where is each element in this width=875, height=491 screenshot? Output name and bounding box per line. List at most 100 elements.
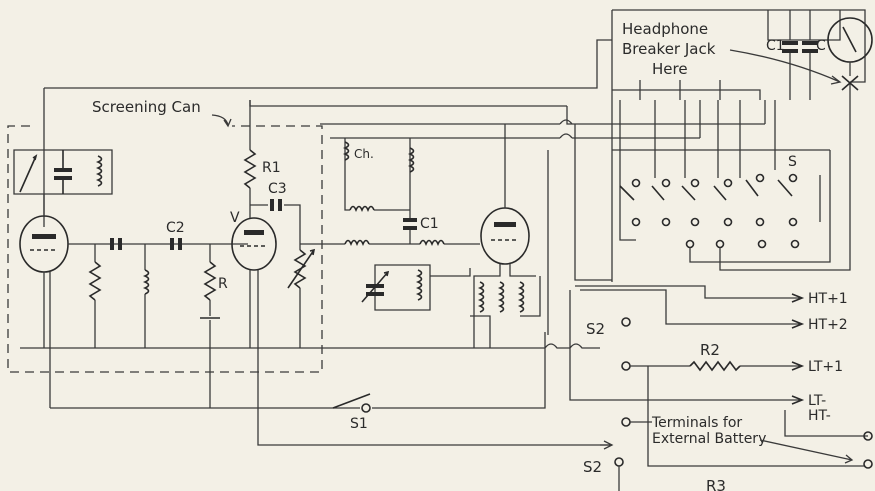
s2-lower-terminal bbox=[614, 457, 624, 467]
capacitor-plate-1 bbox=[54, 168, 72, 172]
wire-ur-1 bbox=[612, 89, 761, 100]
wire-lr-2 bbox=[719, 82, 851, 271]
c2-plate-1 bbox=[170, 238, 174, 250]
wire-cap-leads bbox=[789, 10, 811, 40]
label-r1: R1 bbox=[262, 160, 281, 176]
wire-lr-1 bbox=[689, 150, 831, 263]
s2-terminal-2 bbox=[621, 361, 631, 371]
label-r: R bbox=[218, 276, 228, 292]
c1-plate-2 bbox=[403, 226, 417, 230]
ext-battery-arrow bbox=[759, 439, 854, 464]
label-c1: C1 bbox=[420, 216, 439, 232]
wire-ht2 bbox=[580, 289, 800, 325]
transformer-primary-1 bbox=[477, 281, 485, 313]
wire-tuned2-right bbox=[430, 268, 471, 277]
cap-a-1 bbox=[110, 238, 114, 250]
meter-needle bbox=[842, 26, 857, 53]
label-s-switch: S bbox=[788, 154, 797, 170]
resistor-variable-arrow bbox=[287, 248, 316, 289]
coil-vertical-2 bbox=[407, 147, 415, 173]
wire-top-right bbox=[596, 39, 612, 80]
ext-out-1 bbox=[863, 431, 873, 441]
ext-terminal-1 bbox=[621, 417, 631, 427]
label-terminals-2: External Battery bbox=[652, 431, 766, 447]
arrows-ht bbox=[791, 293, 805, 329]
wire-c3-right bbox=[284, 204, 301, 250]
hop-2 bbox=[559, 133, 573, 139]
coil-horizontal-1 bbox=[349, 205, 375, 213]
resistor-a bbox=[88, 261, 102, 301]
label-ch: Ch. bbox=[354, 147, 374, 161]
coil-horizontal-3 bbox=[419, 239, 445, 247]
wire-top-2b bbox=[566, 106, 572, 125]
label-c1-top: C1 bbox=[766, 38, 785, 54]
hop-bus-348 bbox=[544, 343, 570, 349]
hop-bus-348-b bbox=[569, 343, 600, 349]
label-breaker-jack: Breaker Jack bbox=[622, 40, 716, 58]
wire-c-caps bbox=[767, 10, 841, 41]
wire-bus-445 bbox=[257, 408, 612, 446]
choke-ch bbox=[342, 141, 350, 161]
wire-ext-bottom bbox=[647, 366, 864, 467]
switch-s1-terminal bbox=[361, 403, 371, 413]
label-r2: R2 bbox=[700, 341, 720, 359]
label-s2-lower: S2 bbox=[583, 458, 602, 476]
label-s1: S1 bbox=[350, 416, 368, 432]
arrow-445 bbox=[600, 440, 614, 450]
resistor-variable bbox=[293, 249, 307, 289]
arrow-lt-minus bbox=[791, 395, 805, 405]
label-c2: C2 bbox=[166, 220, 185, 236]
switch-contacts bbox=[631, 173, 800, 249]
cap-b-arrow bbox=[361, 270, 390, 303]
valve-v bbox=[231, 217, 277, 271]
switch-s1-arm bbox=[332, 393, 371, 409]
wire-top-2 bbox=[249, 100, 567, 107]
label-lt1: LT+1 bbox=[808, 359, 843, 375]
cap-c1-plate-1 bbox=[782, 41, 798, 45]
label-ht-minus: HT- bbox=[808, 408, 831, 424]
breaker-jack-x-icon bbox=[841, 75, 859, 91]
valve-3-anode bbox=[494, 222, 516, 227]
label-lt-minus: LT- bbox=[808, 393, 826, 409]
choke-a bbox=[142, 269, 150, 295]
tuning-box bbox=[13, 149, 113, 195]
wire-transformer bbox=[470, 276, 541, 348]
screening-can-outline bbox=[7, 125, 323, 373]
wire-headphone-box bbox=[612, 9, 866, 83]
label-c3: C3 bbox=[268, 181, 287, 197]
wire-ur-2 bbox=[639, 80, 721, 100]
variable-capacitor-arrow bbox=[19, 154, 38, 193]
wire-bus-408b bbox=[372, 332, 546, 409]
label-ht1: HT+1 bbox=[808, 291, 848, 307]
c1-plate-1 bbox=[403, 218, 417, 222]
label-v: V bbox=[230, 210, 240, 226]
wire-ch-left bbox=[344, 138, 350, 211]
resistor-r1 bbox=[243, 149, 257, 189]
wire-valve3-fil-1 bbox=[473, 264, 501, 348]
valve-v-anode bbox=[244, 230, 264, 235]
s2-terminal-1 bbox=[621, 317, 631, 327]
label-ht2: HT+2 bbox=[808, 317, 848, 333]
wire-right-1 bbox=[574, 124, 612, 281]
label-headphone: Headphone bbox=[622, 20, 708, 38]
valve-3 bbox=[480, 207, 530, 265]
label-screening-can: Screening Can bbox=[92, 98, 201, 116]
transformer-secondary bbox=[517, 281, 525, 313]
arrow-lt1 bbox=[791, 361, 805, 371]
label-c-top: C bbox=[816, 38, 826, 54]
wire-top-bus bbox=[44, 80, 598, 89]
wire-ext-right bbox=[784, 410, 868, 437]
coil-horizontal-2 bbox=[344, 239, 370, 247]
wire-ht1 bbox=[575, 285, 800, 299]
headphone-arrow bbox=[729, 49, 842, 85]
wire-valve3-fil-2 bbox=[509, 264, 536, 277]
label-here: Here bbox=[652, 60, 688, 78]
resistor-r bbox=[203, 261, 217, 301]
hop-1 bbox=[559, 119, 573, 125]
cap-b-2 bbox=[366, 292, 384, 296]
c3-plate-2 bbox=[278, 199, 282, 211]
switch-blades bbox=[619, 179, 793, 201]
label-s2-upper: S2 bbox=[586, 320, 605, 338]
